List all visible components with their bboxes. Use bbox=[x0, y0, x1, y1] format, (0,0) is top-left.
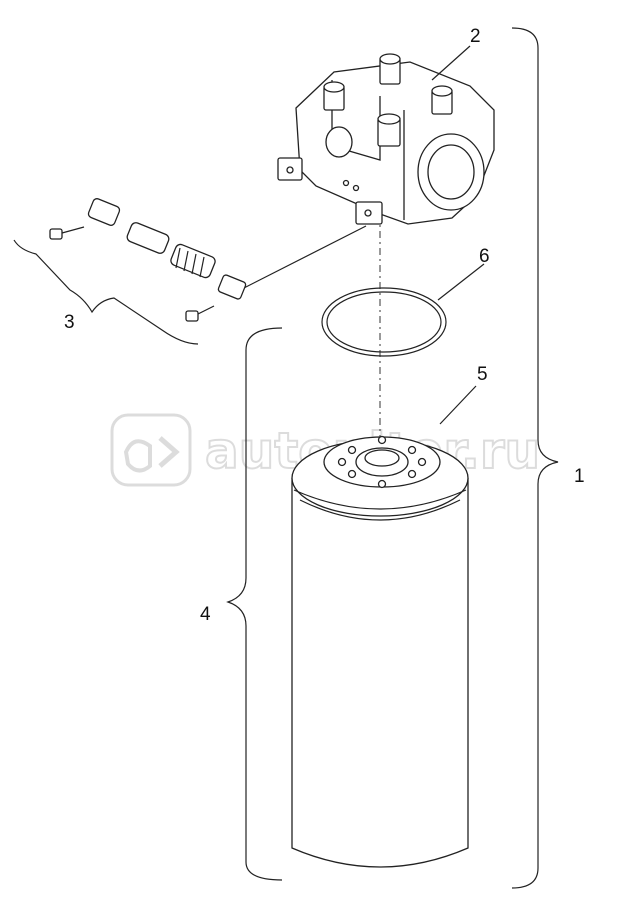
screw-left bbox=[49, 226, 85, 240]
callout-6: 6 bbox=[479, 246, 490, 267]
head-boss-1 bbox=[323, 81, 345, 111]
valve-cartridge-part bbox=[49, 198, 367, 322]
head-boss-3 bbox=[431, 85, 453, 115]
brace-1 bbox=[511, 27, 559, 889]
head-boss-2 bbox=[379, 53, 401, 85]
callout-1: 1 bbox=[574, 466, 585, 487]
valve-sleeve bbox=[126, 222, 170, 254]
screw-right bbox=[185, 305, 215, 322]
a-arrow-logo-icon bbox=[110, 413, 192, 487]
filter-head-part bbox=[277, 53, 495, 225]
callout-2: 2 bbox=[470, 26, 481, 47]
leader-lines bbox=[431, 45, 485, 425]
callout-3: 3 bbox=[64, 312, 75, 333]
callout-5: 5 bbox=[477, 364, 488, 385]
valve-plug bbox=[217, 274, 247, 300]
o-ring-part bbox=[321, 287, 447, 357]
head-boss-4 bbox=[377, 113, 401, 147]
callout-4: 4 bbox=[200, 604, 211, 625]
brace-3 bbox=[13, 239, 199, 345]
brace-4 bbox=[226, 327, 283, 881]
valve-cap bbox=[87, 198, 121, 226]
filter-element-part bbox=[291, 435, 469, 868]
valve-spring bbox=[170, 243, 216, 279]
element-bolt-holes bbox=[337, 435, 427, 489]
